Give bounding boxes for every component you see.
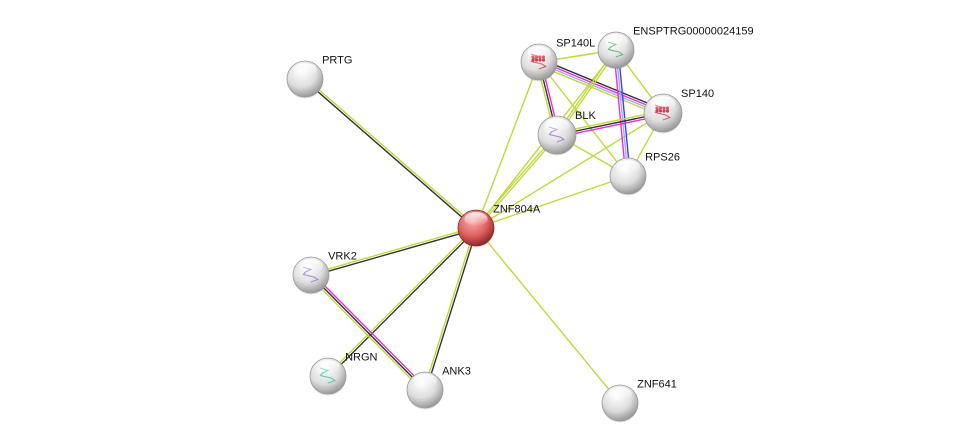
- node-ZNF804A[interactable]: ZNF804A: [457, 204, 541, 248]
- edge-evidence-textmining: [305, 77, 478, 228]
- node-SP140[interactable]: SP140: [643, 88, 714, 134]
- node-label: ENSPTRG00000024159: [633, 26, 753, 38]
- node-label: ZNF804A: [493, 204, 541, 216]
- edge-ZNF804A-NRGN[interactable]: [326, 226, 478, 378]
- edge-evidence-coexpression: [328, 228, 478, 378]
- edge-evidence-textmining: [326, 226, 476, 376]
- edge-ZNF804A-PRTG[interactable]: [303, 77, 478, 230]
- node-PRTG[interactable]: PRTG: [286, 55, 352, 99]
- node-label: ZNF641: [637, 379, 677, 391]
- edge-evidence-experiments: [613, 50, 627, 177]
- node-label: SP140: [681, 88, 714, 100]
- edge-evidence-homology: [615, 49, 629, 177]
- edge-evidence-textmining: [308, 276, 424, 393]
- edge-SP140L-RPS26[interactable]: [538, 61, 629, 177]
- edge-ZNF804A-ZNF641[interactable]: [475, 227, 621, 404]
- node-label: SP140L: [556, 38, 595, 50]
- node-ZNF641[interactable]: ZNF641: [601, 379, 677, 423]
- node-label: NRGN: [345, 352, 377, 364]
- edge-ZNF804A-RPS26[interactable]: [475, 175, 629, 229]
- node-BLK[interactable]: BLK: [537, 110, 597, 156]
- edge-evidence-database: [617, 49, 631, 176]
- edge-evidence-coexpression: [303, 79, 476, 230]
- edge-ZNF804A-SP140L[interactable]: [475, 61, 540, 229]
- edge-evidence-textmining: [423, 227, 476, 390]
- edge-evidence-coexpression: [311, 228, 477, 277]
- edge-evidence-homology: [538, 62, 663, 115]
- edge-ZNF804A-SP140[interactable]: [475, 112, 664, 229]
- edge-evidence-textmining: [476, 135, 559, 230]
- edge-VRK2-ANK3[interactable]: [308, 272, 428, 393]
- edge-evidence-textmining: [538, 61, 629, 177]
- edge-ENSPTRG00000024159-RPS26[interactable]: [613, 49, 631, 177]
- node-RPS26[interactable]: RPS26: [609, 152, 680, 196]
- node-SP140L[interactable]: SP140L: [520, 38, 595, 82]
- node-label: VRK2: [328, 251, 357, 263]
- node-VRK2[interactable]: VRK2: [292, 251, 357, 295]
- node-NRGN[interactable]: NRGN: [309, 352, 378, 396]
- node-label: PRTG: [322, 55, 352, 67]
- edge-evidence-coexpression: [539, 58, 665, 111]
- edge-evidence-coexpression: [425, 228, 478, 391]
- edge-SP140L-SP140[interactable]: [537, 58, 665, 117]
- edge-ZNF804A-ANK3[interactable]: [423, 227, 478, 391]
- node-ANK3[interactable]: ANK3: [406, 366, 471, 410]
- edge-evidence-textmining: [537, 64, 663, 117]
- node-label: RPS26: [645, 152, 680, 164]
- edge-evidence-coexpression: [310, 274, 426, 391]
- edge-evidence-textmining: [475, 227, 621, 404]
- node-label: ANK3: [442, 366, 471, 378]
- edge-evidence-textmining: [475, 112, 664, 229]
- edge-evidence-experiments: [312, 272, 428, 389]
- node-label: BLK: [575, 110, 596, 122]
- edge-evidence-experiments: [539, 60, 664, 113]
- edge-evidence-textmining: [310, 226, 476, 275]
- edge-ZNF804A-VRK2[interactable]: [310, 226, 477, 277]
- edge-evidence-textmining: [475, 175, 629, 229]
- edge-evidence-textmining: [475, 61, 540, 229]
- node-ENSPTRG00000024159[interactable]: ENSPTRG00000024159: [597, 26, 754, 70]
